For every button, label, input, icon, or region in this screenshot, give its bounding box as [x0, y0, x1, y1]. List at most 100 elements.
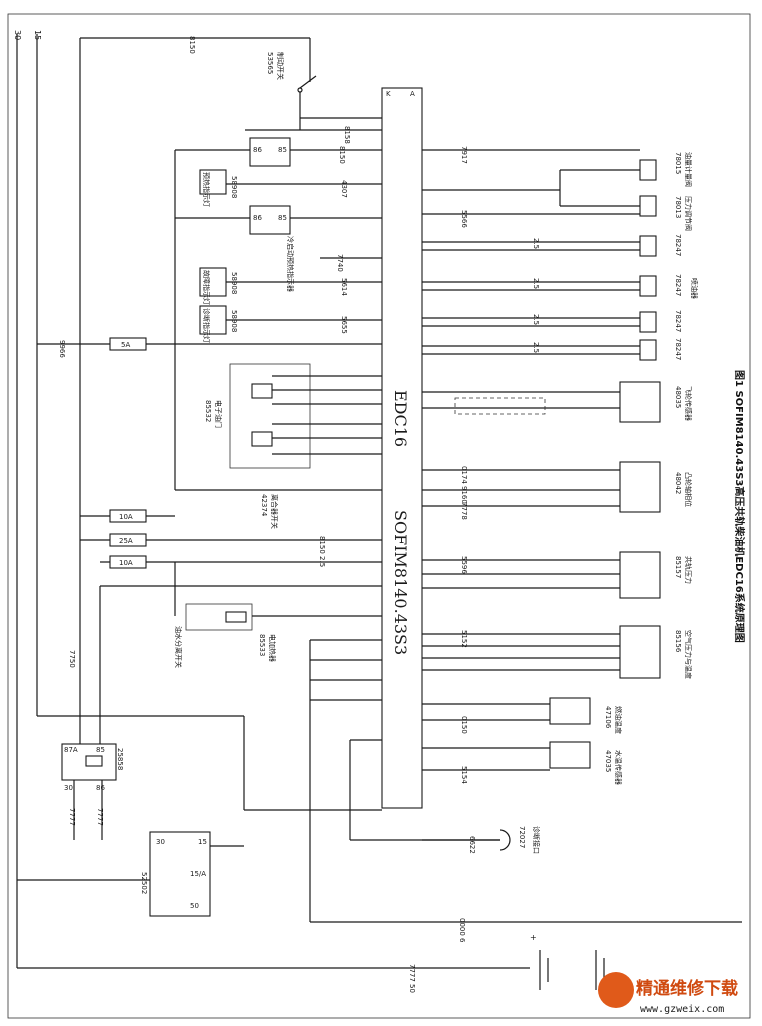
glow-relay-1 — [249, 137, 291, 167]
svg-text:30: 30 — [64, 784, 73, 792]
svg-text:78247: 78247 — [674, 274, 682, 296]
svg-text:凸轮轴相位: 凸轮轴相位 — [684, 472, 693, 507]
svg-text:25A: 25A — [119, 537, 133, 545]
rail-15-label: 15 — [33, 30, 42, 40]
svg-text:电加热器: 电加热器 — [268, 634, 277, 662]
svg-text:油量计量阀: 油量计量阀 — [684, 152, 693, 187]
svg-text:7777 50: 7777 50 — [408, 964, 416, 993]
svg-text:78247: 78247 — [674, 310, 682, 332]
glow-lamp — [199, 169, 227, 195]
svg-text:15/A: 15/A — [190, 870, 206, 878]
fuel-heater — [185, 603, 253, 631]
svg-text:4307: 4307 — [340, 180, 348, 198]
svg-text:47035: 47035 — [604, 750, 612, 772]
svg-text:85157: 85157 — [674, 556, 682, 578]
svg-text:72027: 72027 — [518, 826, 526, 848]
rail-pressure-sensor — [619, 551, 661, 599]
svg-text:7917: 7917 — [460, 146, 468, 164]
fuse-5a — [109, 337, 147, 351]
brake-switch-code: 53565 — [266, 52, 274, 74]
svg-text:30: 30 — [156, 838, 165, 846]
svg-text:5154: 5154 — [460, 766, 468, 784]
svg-text:压力调节阀: 压力调节阀 — [684, 196, 693, 231]
ignition-switch[interactable] — [149, 831, 211, 917]
diag-connector — [499, 829, 511, 851]
svg-text:7750: 7750 — [68, 650, 76, 668]
injector-3 — [639, 311, 657, 333]
svg-text:5A: 5A — [121, 341, 130, 349]
svg-text:86: 86 — [96, 784, 105, 792]
svg-text:52502: 52502 — [140, 872, 148, 894]
fuel-temp-sensor — [549, 697, 591, 725]
rail-30-label: 30 — [13, 30, 22, 40]
svg-text:6622: 6622 — [468, 836, 476, 854]
svg-text:9160: 9160 — [460, 486, 468, 504]
svg-text:78247: 78247 — [674, 234, 682, 256]
svg-text:7740: 7740 — [336, 254, 344, 272]
svg-text:48042: 48042 — [674, 472, 682, 494]
glow-relay-2 — [249, 205, 291, 235]
svg-text:85532: 85532 — [204, 400, 212, 422]
svg-text:离合器开关: 离合器开关 — [270, 494, 279, 529]
svg-text:85156: 85156 — [674, 630, 682, 653]
svg-text:7777: 7777 — [96, 808, 104, 826]
flywheel-sensor — [619, 381, 661, 423]
svg-text:喷油器: 喷油器 — [690, 278, 699, 299]
brake-switch — [299, 75, 317, 89]
svg-text:预热指示灯: 预热指示灯 — [202, 172, 211, 207]
svg-text:5655: 5655 — [340, 316, 348, 334]
svg-text:0000 6: 0000 6 — [458, 918, 466, 943]
svg-text:85: 85 — [278, 214, 287, 222]
svg-text:42374: 42374 — [260, 494, 268, 517]
svg-text:86: 86 — [253, 146, 262, 154]
svg-text:48035: 48035 — [674, 386, 682, 408]
svg-text:85: 85 — [96, 746, 105, 754]
ecu-model: SOFIM8140.43S3 — [391, 510, 410, 655]
svg-text:诊断指示灯: 诊断指示灯 — [202, 308, 211, 343]
svg-text:58908: 58908 — [230, 176, 238, 198]
right-harness — [422, 149, 640, 771]
cold-start-label: 冷启动预热指示器 — [286, 236, 295, 292]
svg-text:0174: 0174 — [460, 466, 468, 484]
svg-text:燃油温度: 燃油温度 — [614, 706, 623, 734]
injector-1 — [639, 235, 657, 257]
watermark-url: www.gzweix.com — [640, 1004, 724, 1015]
fuse-10a-top — [109, 509, 147, 523]
svg-text:85533: 85533 — [258, 634, 266, 656]
fuse-25a — [109, 533, 147, 547]
svg-text:8150: 8150 — [338, 146, 346, 164]
wire-8150-top-label: 8150 — [188, 36, 196, 54]
svg-text:78015: 78015 — [674, 152, 682, 174]
fuse-10a-bottom — [109, 555, 147, 569]
brake-switch-name: 制动开关 — [276, 52, 285, 80]
svg-text:86: 86 — [253, 214, 262, 222]
metering-valve — [639, 159, 657, 181]
svg-text:87A: 87A — [64, 746, 78, 754]
accelerator-pedal — [229, 363, 311, 469]
svg-text:7778: 7778 — [460, 502, 468, 520]
svg-text:2.5: 2.5 — [532, 278, 540, 289]
fault-lamp — [199, 267, 227, 297]
svg-text:油水分离开关: 油水分离开关 — [174, 626, 183, 668]
watermark-logo — [598, 972, 634, 1008]
svg-text:飞轮传感器: 飞轮传感器 — [684, 386, 693, 421]
cam-sensor — [619, 461, 661, 513]
svg-text:25858: 25858 — [116, 748, 124, 770]
svg-text:共轨压力: 共轨压力 — [684, 556, 693, 584]
svg-text:0150: 0150 — [460, 716, 468, 734]
diagram-frame — [7, 13, 751, 1019]
svg-text:诊断接口: 诊断接口 — [532, 826, 541, 854]
svg-text:2.5: 2.5 — [532, 238, 540, 249]
svg-text:5566: 5566 — [460, 210, 468, 228]
svg-text:8158: 8158 — [343, 126, 351, 144]
injector-2 — [639, 275, 657, 297]
svg-text:50: 50 — [190, 902, 199, 910]
svg-text:58908: 58908 — [230, 272, 238, 294]
svg-text:5614: 5614 — [340, 278, 348, 296]
svg-text:7777: 7777 — [68, 808, 76, 826]
svg-text:5596: 5596 — [460, 556, 468, 574]
svg-text:2.5: 2.5 — [532, 342, 540, 353]
svg-text:58908: 58908 — [230, 310, 238, 332]
coolant-temp-sensor — [549, 741, 591, 769]
svg-text:10A: 10A — [119, 559, 133, 567]
